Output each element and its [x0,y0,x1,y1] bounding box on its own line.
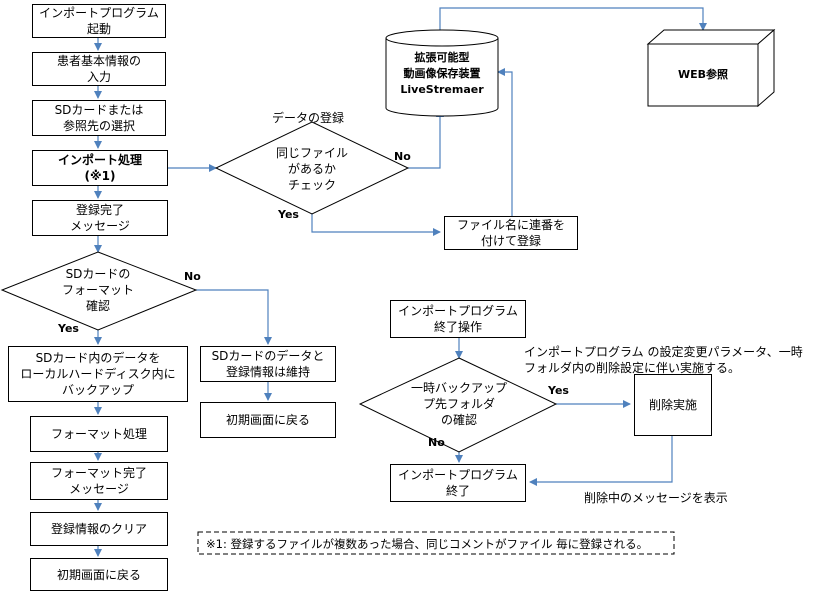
yes-label-temp: Yes [548,384,569,397]
format-process-box: フォーマット処理 [30,416,168,452]
clear-registration-box: 登録情報のクリア [30,512,168,546]
keep-data-box: SDカードのデータと 登録情報は維持 [200,346,336,382]
backup-box: SDカード内のデータを ローカルハードディスク内に バックアップ [8,346,188,402]
footnote-text: ※1: 登録するファイルが複数あった場合、同じコメントがファイル 毎に登録される… [206,537,649,551]
program-end-box: インポートプログラム 終了 [390,464,526,502]
no-label-temp: No [428,436,445,449]
temp-backup-decision [358,357,558,453]
storage-label: 拡張可能型 動画像保存装置 LiveStremaer [400,51,484,96]
web-box-shape [646,28,776,108]
return-initial-2-box: 初期画面に戻る [200,402,336,438]
delete-note-text: インポートプログラム の設定変更パラメータ、一時 フォルダ内の削除設定に伴い実施… [524,345,803,375]
patient-info-input-box: 患者基本情報の 入力 [32,52,166,86]
web-reference-label: WEB参照 [677,68,729,81]
start-program-box: インポートプログラム 起動 [32,4,166,38]
no-label-same-file: No [394,150,411,163]
temp-backup-check-text: 一時バックアップ プ先フォルダ の確認 [410,381,507,427]
registration-complete-box: 登録完了 メッセージ [32,200,168,236]
delete-execute-box: 削除実施 [634,374,712,436]
return-initial-box: 初期画面に戻る [30,558,168,591]
end-operation-box: インポートプログラム 終了操作 [390,300,526,338]
import-process-box: インポート処理 (※1) [32,150,168,186]
storage-cylinder-shape [385,29,499,117]
delete-message-label: 削除中のメッセージを表示 [584,491,728,505]
yes-label-same-file: Yes [278,208,299,221]
format-complete-box: フォーマット完了 メッセージ [30,462,168,500]
sd-card-select-box: SDカードまたは 参照先の選択 [32,100,166,136]
same-file-check-text: 同じファイル があるか チェック [275,146,348,192]
connector-lines [94,7,707,557]
yes-label-format: Yes [58,322,79,335]
same-file-decision [214,121,410,215]
data-registration-label: データの登録 [272,111,345,125]
no-label-format: No [184,270,201,283]
footnote-frame [197,531,675,555]
format-check-decision [0,251,198,331]
format-check-text: SDカードの フォーマット 確認 [61,267,134,313]
rename-register-box: ファイル名に連番を 付けて登録 [444,216,578,250]
